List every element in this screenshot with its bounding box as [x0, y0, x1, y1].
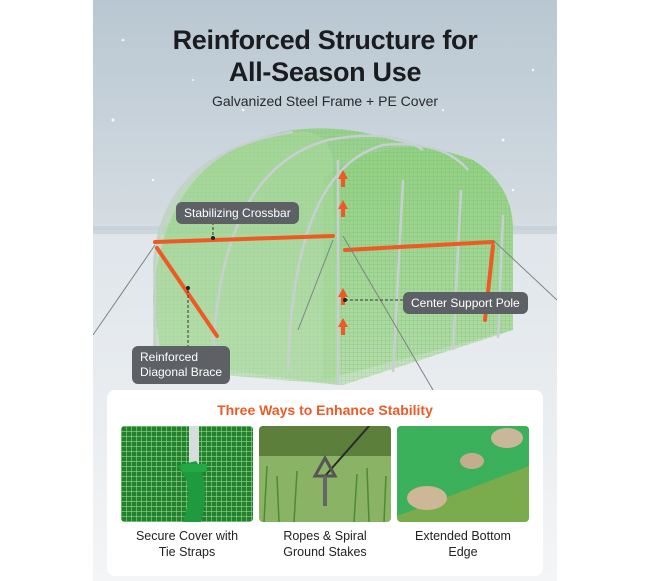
- caption-bottom-edge: Extended Bottom Edge: [388, 528, 538, 560]
- ground-stake-photo: [259, 426, 391, 522]
- caption-tie-straps: Secure Cover with Tie Straps: [112, 528, 262, 560]
- callout-center-pole: Center Support Pole: [403, 292, 528, 314]
- title-line-1: Reinforced Structure for: [172, 25, 478, 55]
- orange-crossbars: [153, 234, 495, 338]
- callout-brace-line-2: Diagonal Brace: [140, 365, 223, 379]
- caption-line-2: Tie Straps: [158, 545, 216, 559]
- caption-line-1: Secure Cover with: [135, 529, 239, 543]
- callout-brace-line-1: Reinforced: [140, 350, 199, 364]
- page-subtitle: Galvanized Steel Frame + PE Cover: [211, 93, 439, 109]
- caption-line-1: Extended Bottom: [415, 529, 511, 543]
- stability-card: Three Ways to Enhance Stability: [107, 390, 543, 576]
- caption-line-1: Ropes & Spiral: [283, 529, 367, 543]
- caption-line-2: Edge: [448, 545, 478, 559]
- title-line-2: All-Season Use: [228, 57, 422, 87]
- page-title: Reinforced Structure for All-Season Use: [93, 24, 557, 88]
- bottom-edge-photo: [397, 426, 529, 522]
- caption-line-2: Ground Stakes: [283, 545, 367, 559]
- caption-ground-stakes: Ropes & Spiral Ground Stakes: [250, 528, 400, 560]
- guy-ropes: [93, 235, 557, 391]
- tie-strap-photo: [121, 426, 253, 522]
- callout-crossbar: Stabilizing Crossbar: [176, 202, 299, 224]
- stability-heading: Three Ways to Enhance Stability: [217, 402, 433, 418]
- center-pole-arrows: [338, 170, 348, 335]
- steel-frame: [153, 130, 505, 385]
- callout-diagonal-brace: Reinforced Diagonal Brace: [132, 346, 231, 384]
